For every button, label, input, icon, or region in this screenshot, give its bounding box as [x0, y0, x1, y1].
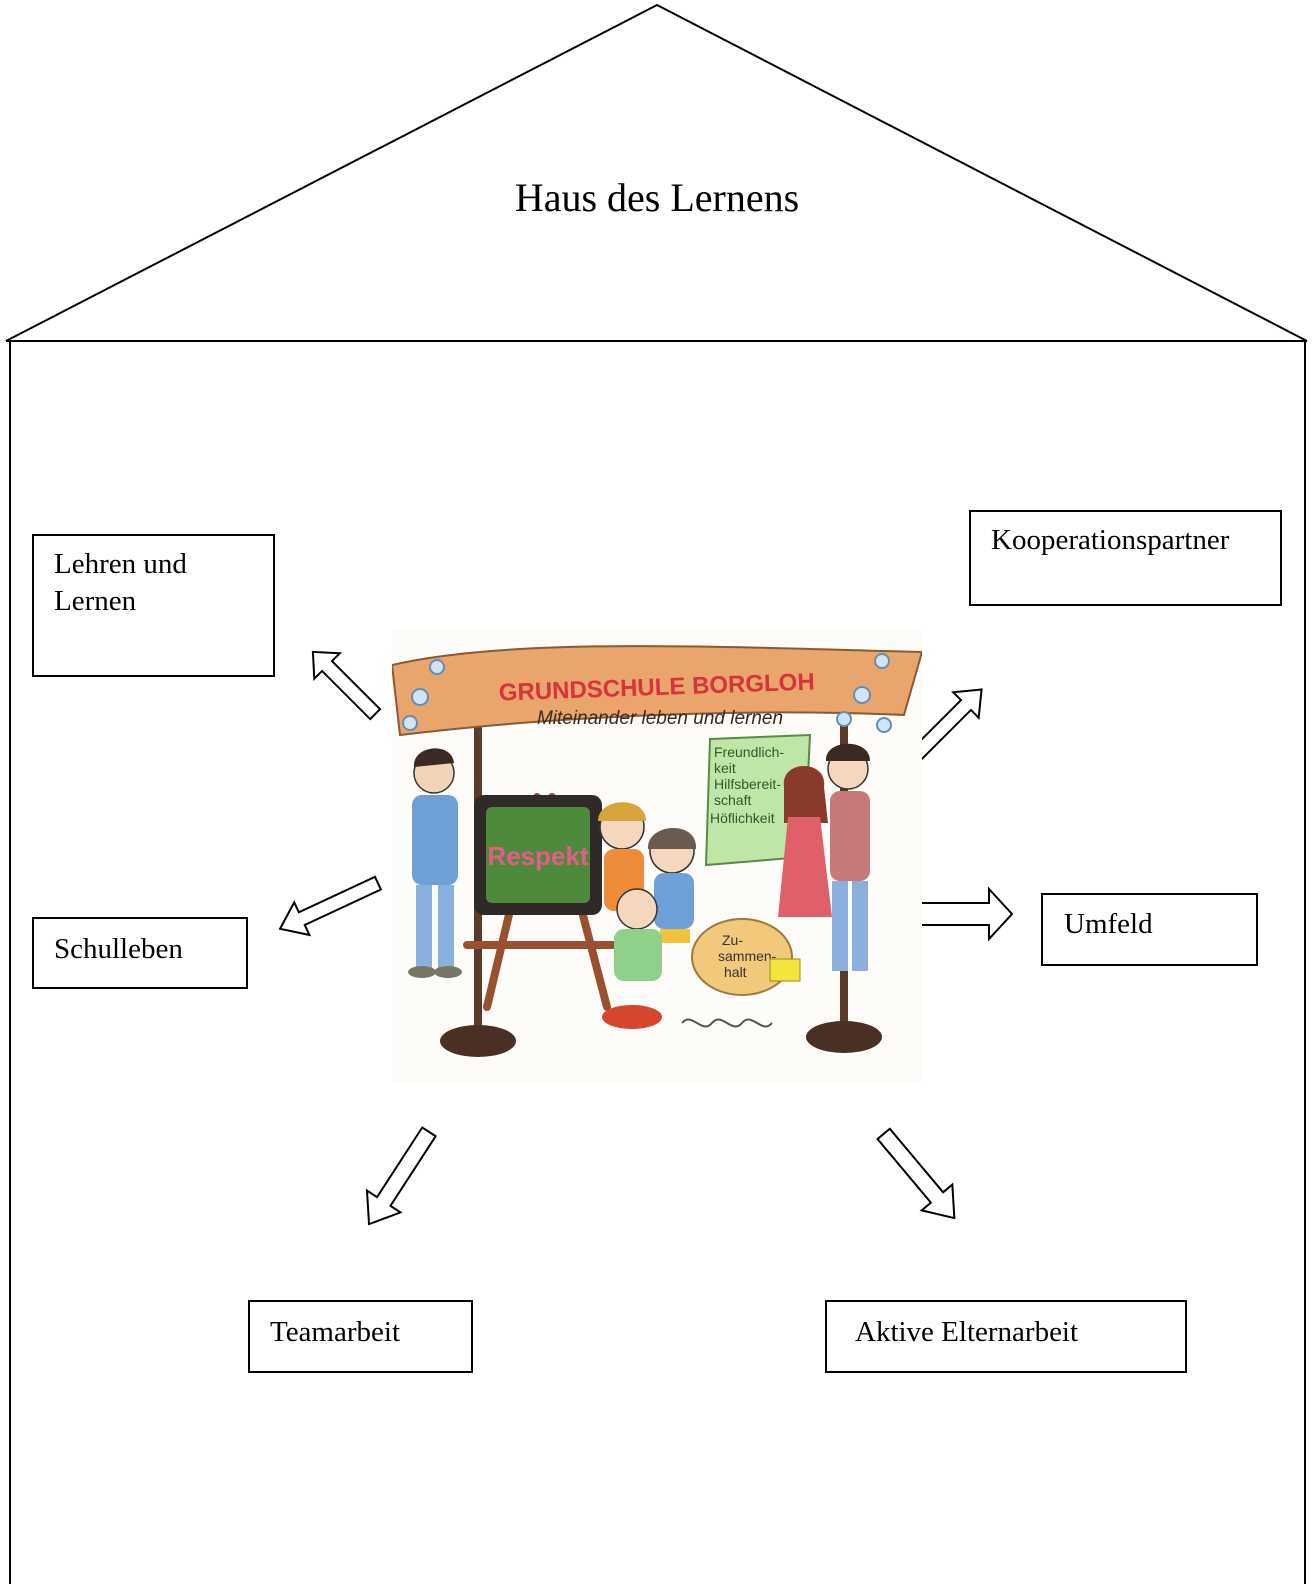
banner-subtitle: Miteinander leben und lernen [537, 708, 783, 729]
banner [392, 645, 922, 737]
cheese-line: Zu- [722, 932, 743, 948]
school-illustration: GRUNDSCHULE BORGLOH Miteinander leben un… [392, 627, 922, 1084]
poster-line: keit [714, 760, 736, 776]
cheese-line: sammen- [718, 948, 777, 964]
box-teamarbeit: Teamarbeit [248, 1300, 473, 1373]
children-figures [598, 802, 697, 1029]
arrow-to-teamarbeit [365, 1126, 438, 1226]
box-schulleben-label: Schulleben [54, 933, 183, 965]
arrow-to-schulleben [278, 875, 383, 937]
box-umfeld-label: Umfeld [1064, 908, 1153, 940]
teacher-figure [408, 748, 462, 978]
box-kooperationspartner: Kooperationspartner [969, 510, 1282, 606]
box-aktive-elternarbeit: Aktive Elternarbeit [825, 1300, 1187, 1373]
arrow-to-eltern [876, 1127, 956, 1220]
parent-figures [778, 743, 870, 971]
house-title: Haus des Lernens [514, 175, 800, 220]
box-lehren-und-lernen: Lehren und Lernen [32, 534, 275, 677]
poster-line: Freundlich- [714, 744, 784, 760]
cheese-line: halt [724, 964, 747, 980]
box-teamarbeit-label: Teamarbeit [270, 1316, 401, 1348]
box-lehren-label: Lehren und Lernen [54, 548, 187, 617]
arrow-to-umfeld [917, 886, 1014, 942]
box-umfeld: Umfeld [1041, 893, 1258, 966]
poster-line: Hilfsbereit- [714, 776, 781, 792]
box-kooperation-label: Kooperationspartner [991, 524, 1230, 556]
poster-line: Höflichkeit [710, 810, 775, 826]
arrow-to-lehren [311, 650, 382, 721]
cheese-sign [691, 918, 793, 996]
arrow-to-kooperation [910, 688, 983, 761]
box-eltern-label: Aktive Elternarbeit [855, 1316, 1079, 1348]
poster-line: schaft [714, 792, 751, 808]
box-schulleben: Schulleben [32, 917, 248, 989]
board-text: Respekt [487, 841, 588, 871]
roof [5, 3, 1308, 342]
